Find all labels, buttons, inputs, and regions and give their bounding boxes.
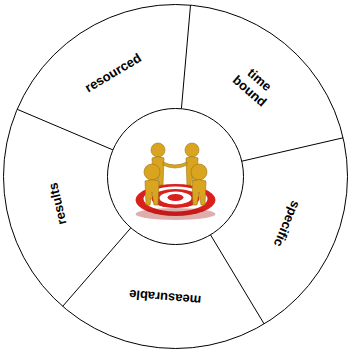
outer-ring xyxy=(4,5,348,349)
divider-line xyxy=(242,138,343,161)
divider-line xyxy=(181,5,190,109)
segment-label: results xyxy=(46,181,70,226)
segment-label: time bound xyxy=(226,59,282,113)
segment-dividers xyxy=(17,5,343,324)
ring-segment: resourced xyxy=(83,51,145,96)
segment-label: specific xyxy=(270,198,303,248)
divider-line xyxy=(211,235,265,324)
inner-circle xyxy=(108,109,244,245)
segment-label: resourced xyxy=(83,51,145,96)
ring-segment: measurable xyxy=(128,285,201,306)
divider-line xyxy=(17,109,113,150)
ring-segment: specific xyxy=(270,198,303,248)
ring-segment: time bound xyxy=(226,59,282,113)
team-figures xyxy=(144,143,207,205)
divider-line xyxy=(63,228,131,306)
segment-label: measurable xyxy=(128,285,201,306)
ring-segment: results xyxy=(46,181,70,226)
